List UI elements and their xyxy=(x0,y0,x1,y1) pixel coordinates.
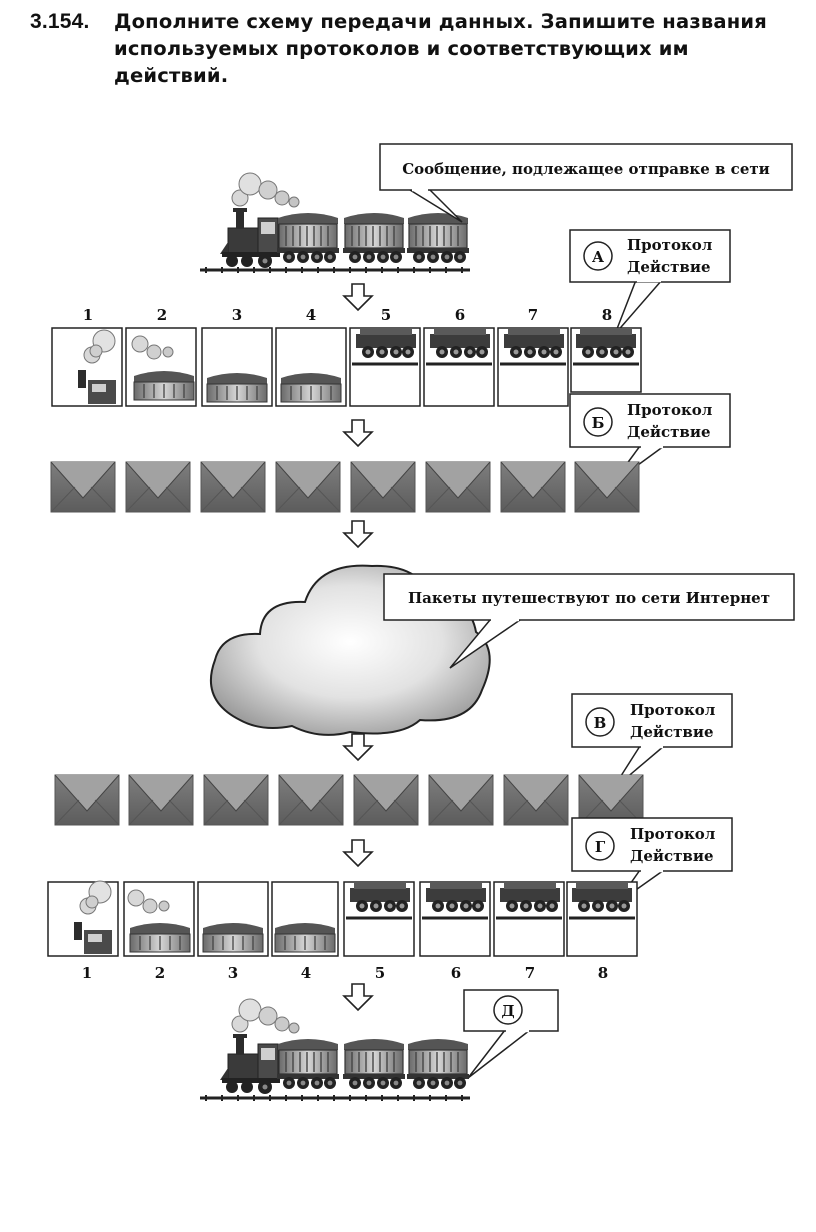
task-number: 3.154. xyxy=(30,10,90,33)
envelopes-top xyxy=(50,461,640,513)
callout-a: А Протокол Действие xyxy=(569,229,731,335)
envelope-top-2 xyxy=(125,461,191,513)
envelope-bottom-3 xyxy=(203,774,269,826)
arrow-down-2 xyxy=(343,419,373,447)
envelope-bottom-2 xyxy=(128,774,194,826)
segment-top-5 xyxy=(349,327,421,407)
callout-g-protocol: Протокол xyxy=(630,825,716,843)
callout-a-protocol: Протокол xyxy=(627,236,713,254)
envelope-top-3 xyxy=(200,461,266,513)
segment-bottom-number-6: 6 xyxy=(451,964,461,982)
segment-top-1 xyxy=(51,327,123,407)
segment-bottom-5 xyxy=(343,881,415,957)
envelopes-bottom xyxy=(54,774,644,826)
segment-bottom-2 xyxy=(123,881,195,957)
callout-a-action: Действие xyxy=(627,258,711,276)
envelope-top-1 xyxy=(50,461,116,513)
segment-bottom-7 xyxy=(493,881,565,957)
segment-bottom-number-4: 4 xyxy=(301,964,311,982)
segment-top-number-2: 2 xyxy=(157,306,167,324)
segment-bottom-8 xyxy=(566,881,638,957)
segment-top-2 xyxy=(125,327,197,407)
segment-top-number-1: 1 xyxy=(83,306,93,324)
envelope-bottom-5 xyxy=(353,774,419,826)
segment-bottom-3 xyxy=(197,881,269,957)
wagon-bottom-2 xyxy=(342,1038,406,1090)
envelope-top-8 xyxy=(574,461,640,513)
envelope-bottom-6 xyxy=(428,774,494,826)
task-text: Дополните схему передачи данных. Запишит… xyxy=(114,10,768,87)
segment-bottom-number-3: 3 xyxy=(228,964,238,982)
segment-top-3 xyxy=(201,327,273,407)
envelope-top-5 xyxy=(350,461,416,513)
segment-top-4 xyxy=(275,327,347,407)
segment-top-7 xyxy=(497,327,569,407)
track-top xyxy=(198,265,472,275)
arrow-down-1 xyxy=(343,283,373,311)
segment-bottom-4 xyxy=(271,881,339,957)
arrow-down-5 xyxy=(343,839,373,867)
marker-a: А xyxy=(592,248,605,266)
segments-bottom: 1 2 3 4 5 6 7 8 xyxy=(47,880,638,982)
envelope-top-7 xyxy=(500,461,566,513)
segment-bottom-number-7: 7 xyxy=(525,964,535,982)
envelope-bottom-4 xyxy=(278,774,344,826)
marker-a-circle xyxy=(583,241,613,271)
callout-b-action: Действие xyxy=(627,423,711,441)
callout-v-protocol: Протокол xyxy=(630,701,716,719)
segment-bottom-6 xyxy=(419,881,491,957)
callout-g: Г Протокол Действие xyxy=(571,817,733,905)
marker-g: Г xyxy=(595,838,606,856)
train-bottom xyxy=(198,998,472,1103)
marker-d-circle xyxy=(493,995,523,1025)
internet-callout: Пакеты путешествуют по сети Интернет xyxy=(383,573,795,669)
wagon-bottom-3 xyxy=(406,1038,470,1090)
segment-top-number-4: 4 xyxy=(306,306,316,324)
segment-top-number-6: 6 xyxy=(455,306,465,324)
message-callout: Сообщение, подлежащее отправке в сети xyxy=(379,143,793,223)
segment-top-number-5: 5 xyxy=(381,306,391,324)
marker-g-circle xyxy=(585,831,615,861)
marker-v-circle xyxy=(585,707,615,737)
callout-g-action: Действие xyxy=(630,847,714,865)
message-callout-text: Сообщение, подлежащее отправке в сети xyxy=(402,160,770,178)
callout-b: Б Протокол Действие xyxy=(569,393,731,485)
segment-top-number-7: 7 xyxy=(528,306,538,324)
wagon-top-1 xyxy=(276,212,340,264)
arrow-down-6 xyxy=(343,983,373,1011)
task-statement: 3.154. Дополните схему передачи данных. … xyxy=(30,8,800,89)
marker-v: В xyxy=(594,714,607,732)
envelope-bottom-1 xyxy=(54,774,120,826)
marker-b-circle xyxy=(583,407,613,437)
segment-bottom-number-2: 2 xyxy=(155,964,165,982)
callout-v-action: Действие xyxy=(630,723,714,741)
segment-bottom-number-8: 8 xyxy=(598,964,608,982)
wagon-bottom-1 xyxy=(276,1038,340,1090)
internet-callout-text: Пакеты путешествуют по сети Интернет xyxy=(408,589,770,607)
segment-bottom-number-5: 5 xyxy=(375,964,385,982)
marker-d: Д xyxy=(501,1002,514,1020)
envelope-top-6 xyxy=(425,461,491,513)
callout-d: Д xyxy=(463,989,559,1079)
segment-bottom-1 xyxy=(47,880,119,957)
track-bottom xyxy=(198,1093,472,1103)
segment-bottom-number-1: 1 xyxy=(82,964,92,982)
segments-top: 1 2 3 4 5 6 7 8 xyxy=(51,306,642,407)
arrow-down-4 xyxy=(343,733,373,761)
marker-b: Б xyxy=(592,414,605,432)
segment-top-number-3: 3 xyxy=(232,306,242,324)
segment-top-6 xyxy=(423,327,495,407)
callout-b-protocol: Протокол xyxy=(627,401,713,419)
arrow-down-3 xyxy=(343,520,373,548)
segment-top-8 xyxy=(570,327,642,393)
wagon-top-2 xyxy=(342,212,406,264)
envelope-top-4 xyxy=(275,461,341,513)
envelope-bottom-7 xyxy=(503,774,569,826)
segment-top-number-8: 8 xyxy=(602,306,612,324)
